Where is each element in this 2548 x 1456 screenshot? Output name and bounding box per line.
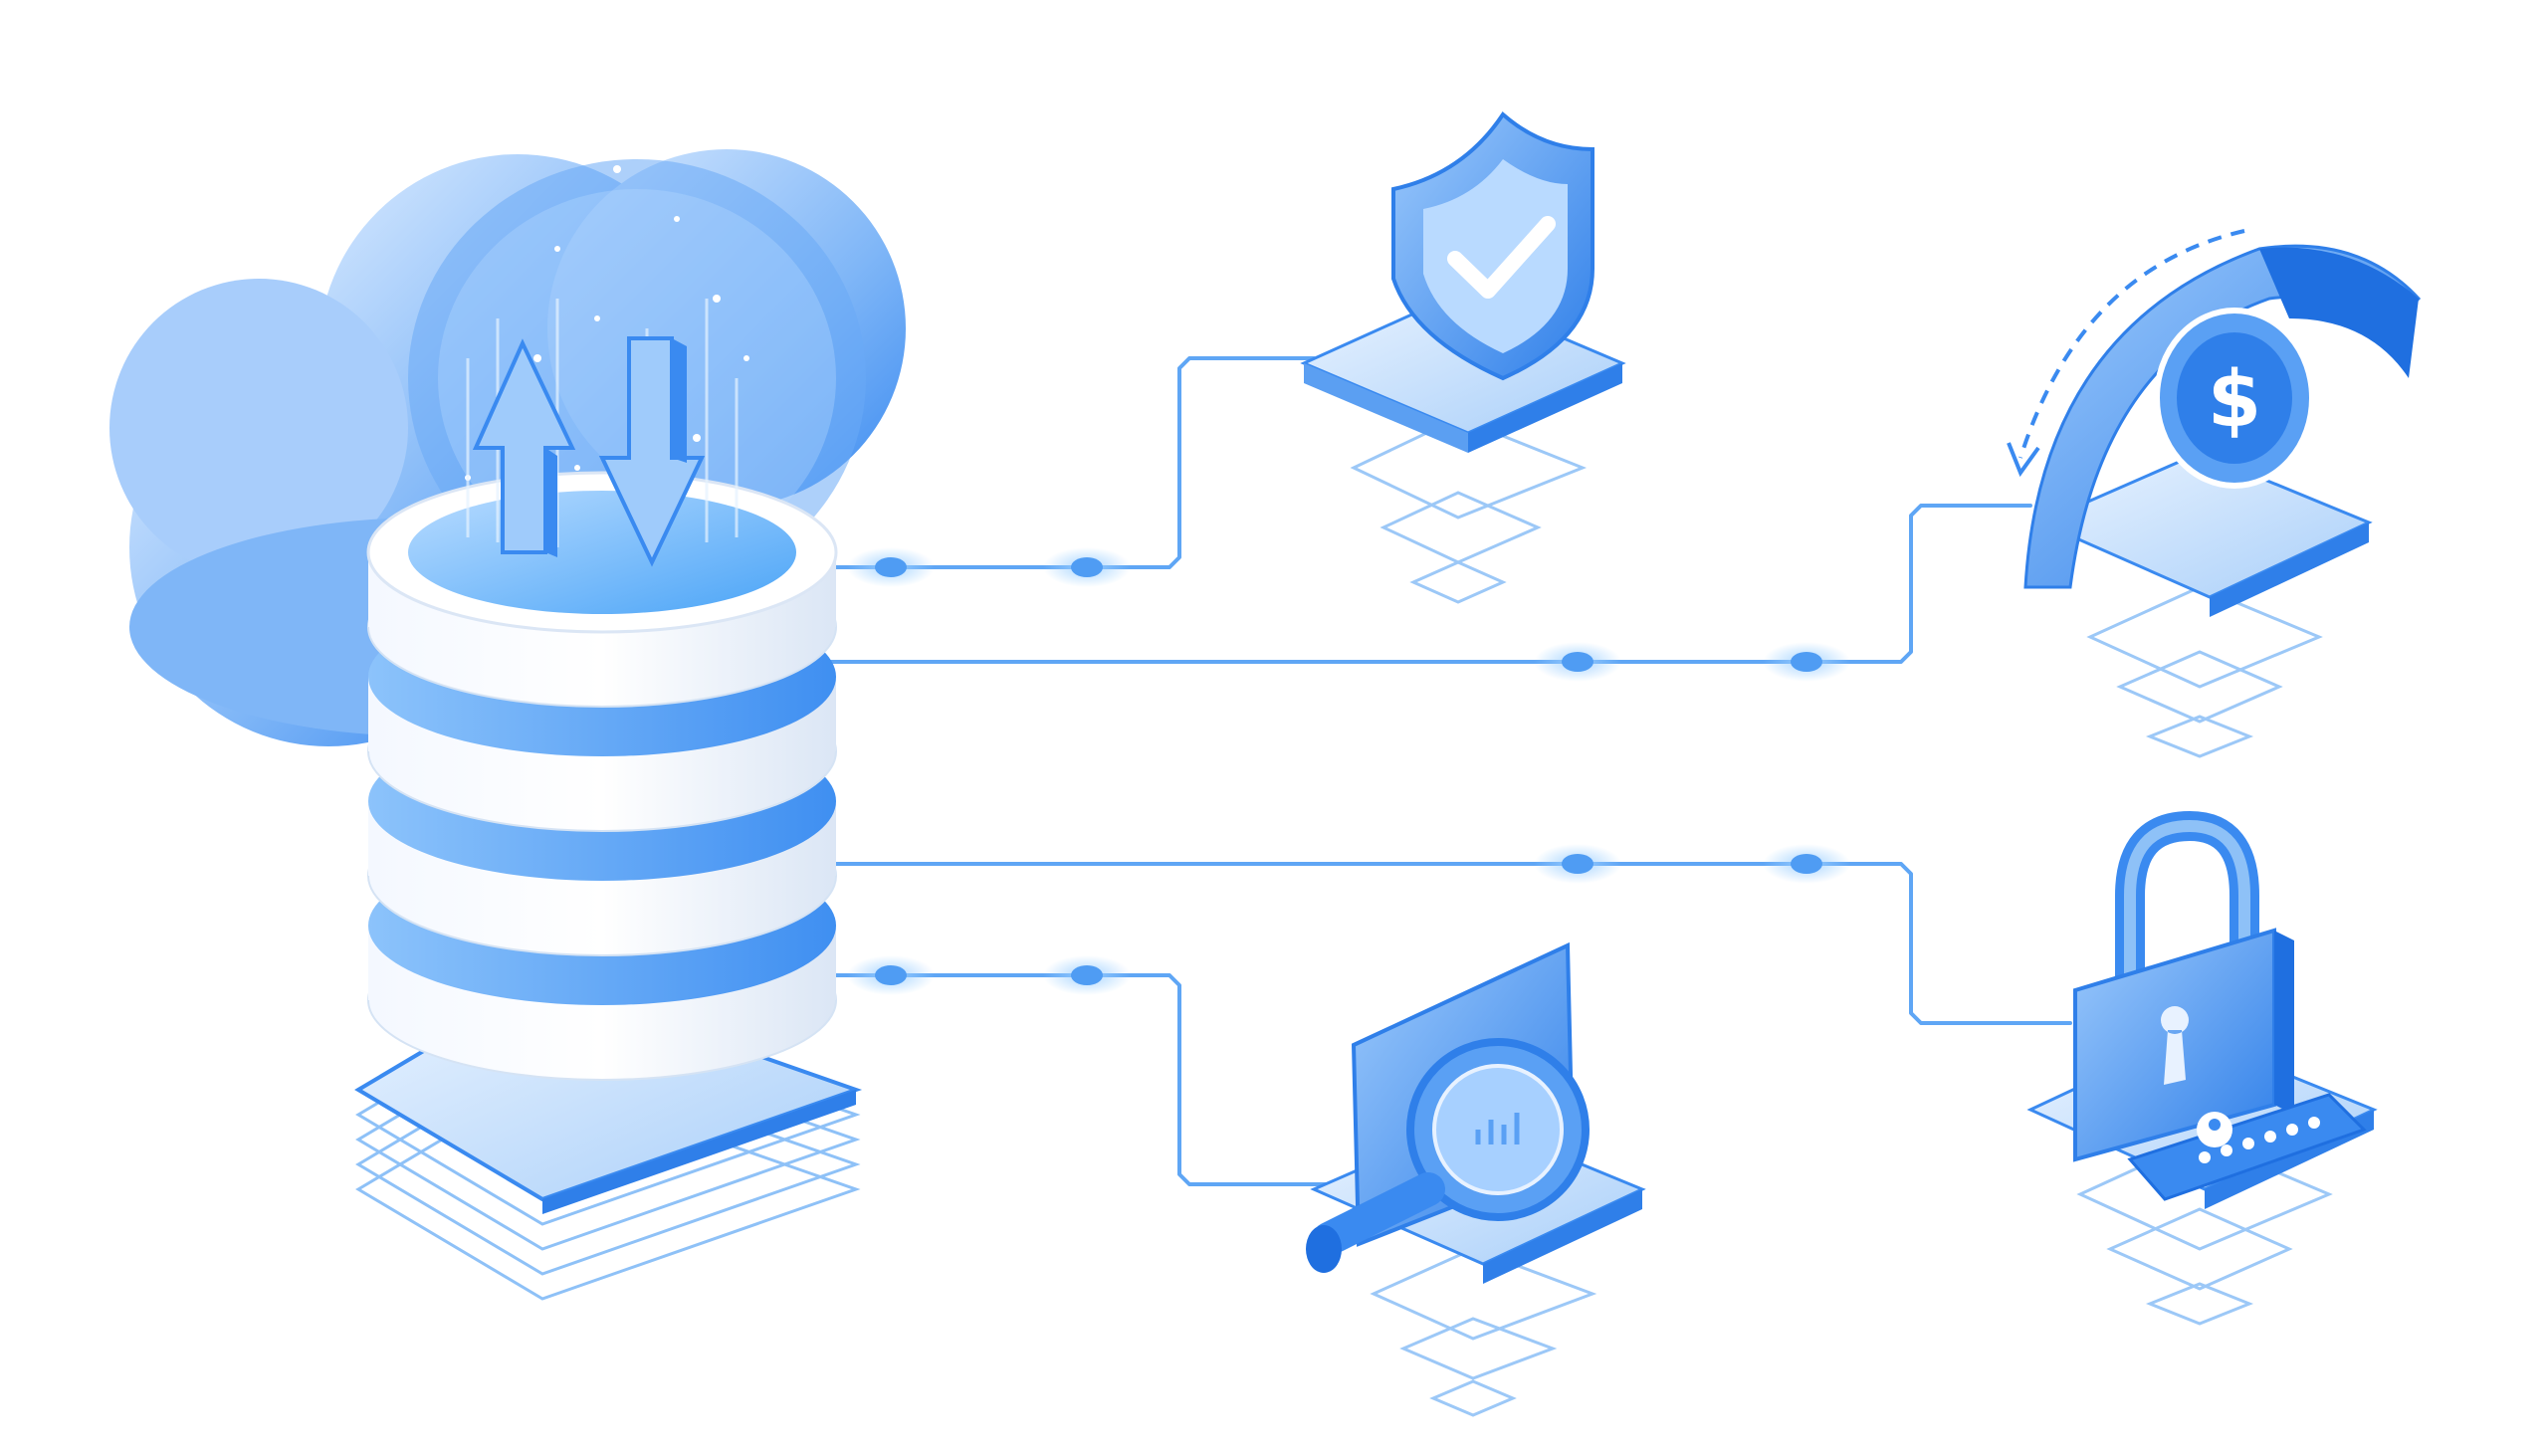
connection-node (847, 955, 935, 995)
magnifier-handle (1312, 1172, 1445, 1256)
database-stack (366, 471, 838, 1081)
connection-node (1043, 547, 1131, 587)
magnifier-screen-icon (1306, 941, 1646, 1417)
check-mark-icon (1447, 216, 1556, 299)
connection-node (1763, 844, 1850, 884)
dollar-sign-icon: $ (2208, 355, 2261, 445)
dollar-coin-cycle-icon: $ (2007, 229, 2422, 758)
cloud-database-icon (109, 149, 906, 1301)
connection-node (1763, 642, 1850, 682)
keyhole-icon (2161, 1006, 2189, 1085)
sync-arrows-icon (472, 336, 706, 567)
connection-node (1534, 844, 1621, 884)
connection-to-coin (814, 504, 2032, 664)
connection-nodes (847, 547, 1850, 995)
connection-to-magnifier (824, 973, 1336, 1186)
padlock-password-icon (2026, 810, 2378, 1326)
shield-check-icon (1300, 110, 1626, 604)
connection-node (847, 547, 935, 587)
connection-node (1534, 642, 1621, 682)
password-dots (2199, 1117, 2320, 1163)
connection-to-lock (814, 862, 2072, 1025)
connection-node (1043, 955, 1131, 995)
connection-to-shield (824, 356, 1316, 569)
